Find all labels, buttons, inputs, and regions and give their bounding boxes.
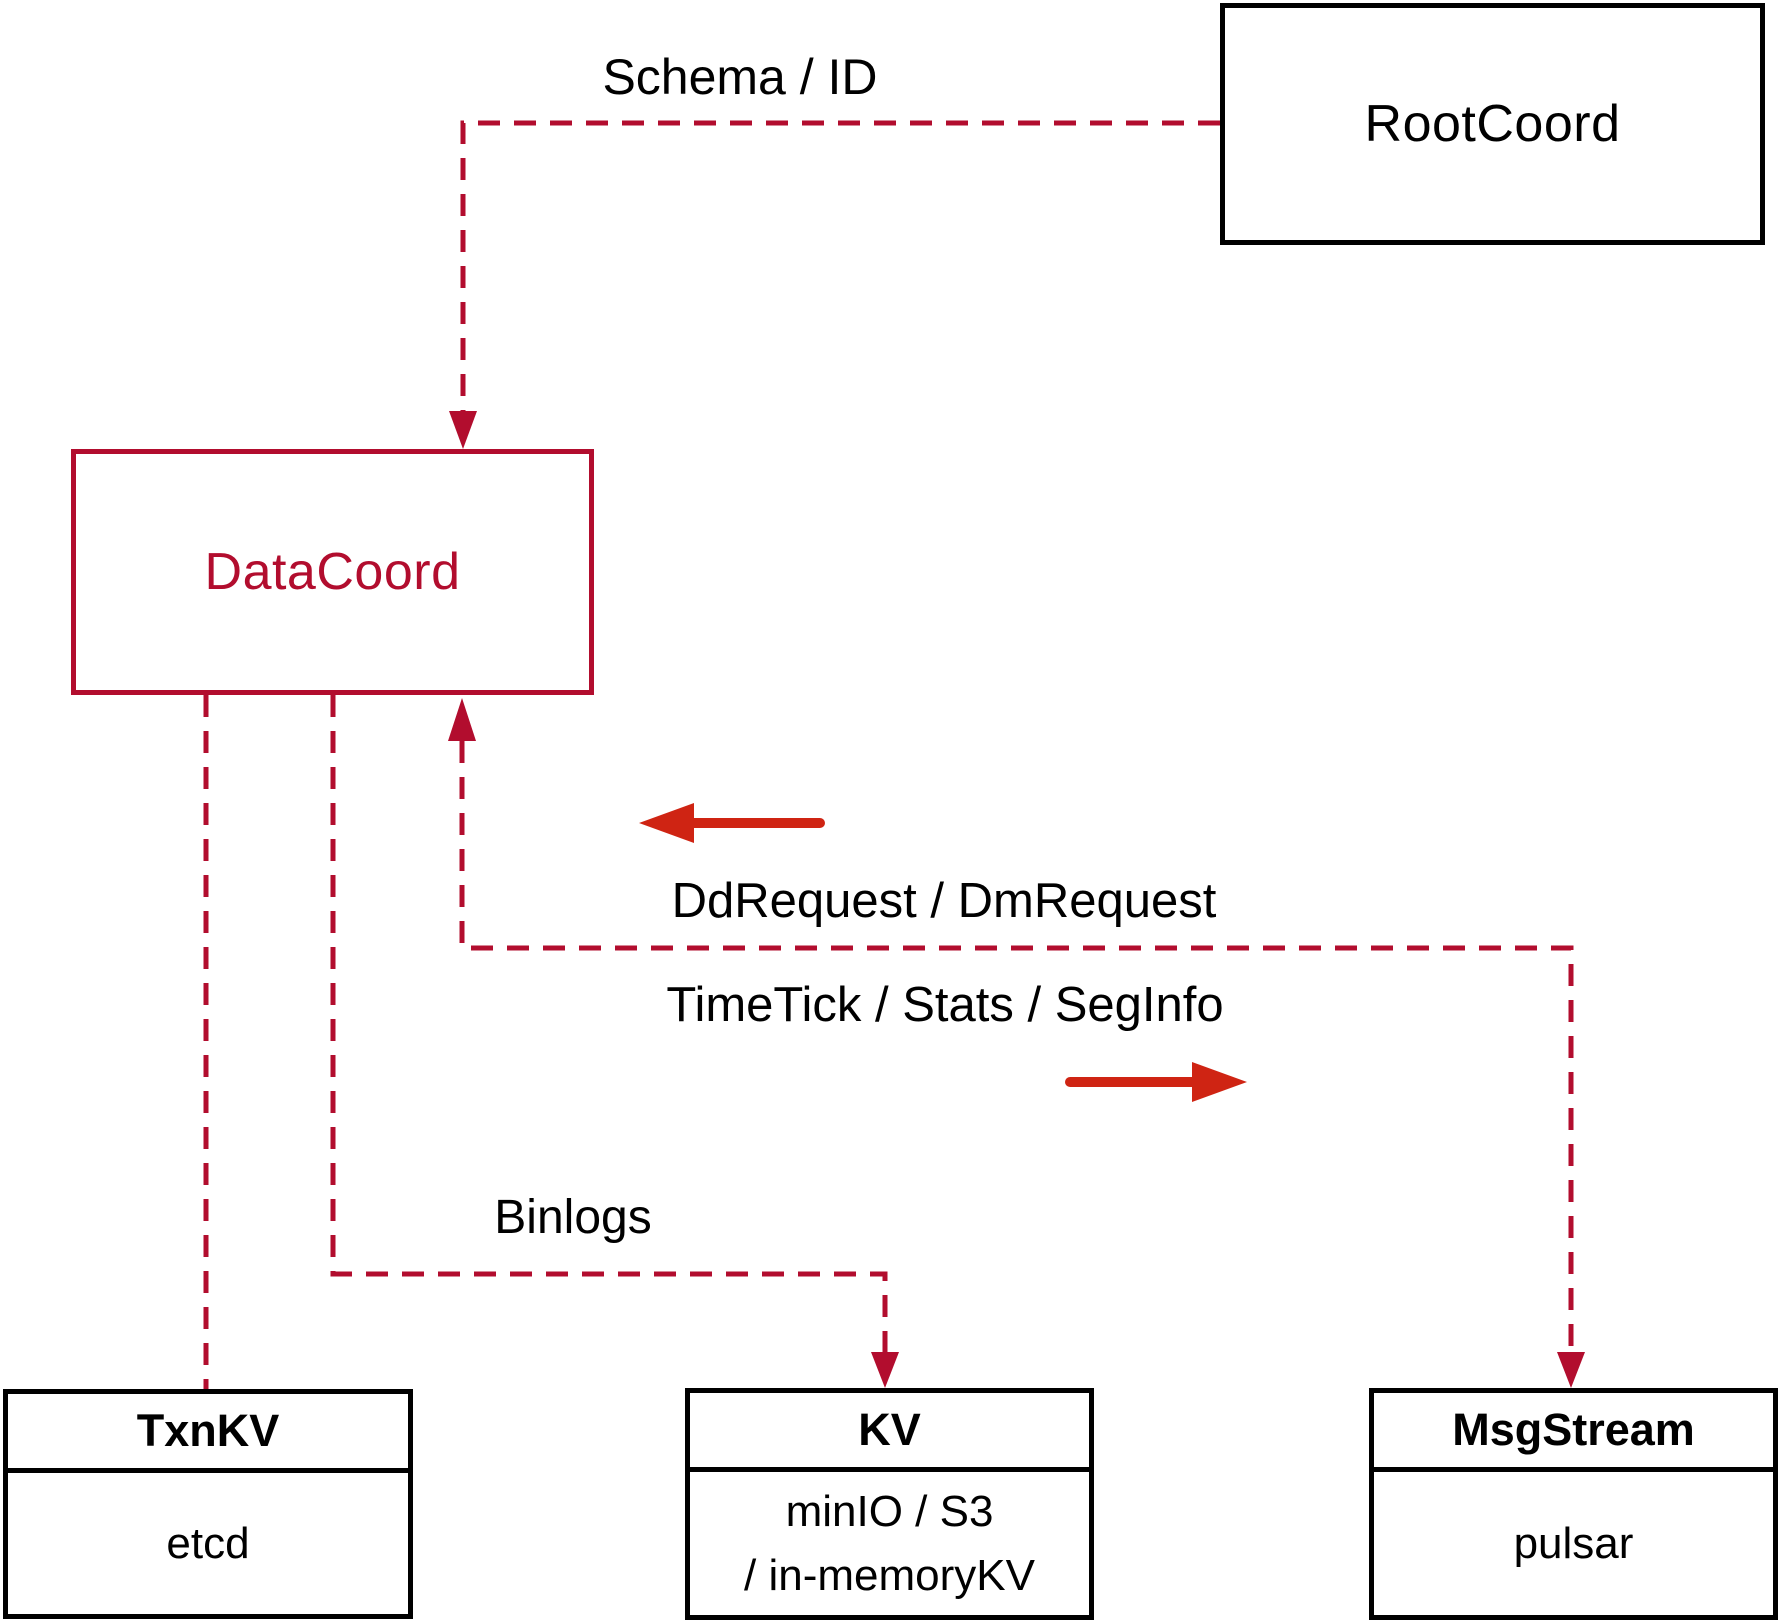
binlogs-connector [330, 695, 888, 1352]
datacoord-label: DataCoord [204, 543, 461, 601]
timetick-stats-seginfo-label: TimeTick / Stats / SegInfo [666, 978, 1224, 1032]
binlogs-label: Binlogs [494, 1191, 652, 1244]
request-arrowhead-up-icon [448, 698, 476, 741]
left-flow-arrow-icon [639, 803, 694, 843]
msgstream-header: MsgStream [1374, 1393, 1773, 1472]
txnkv-header: TxnKV [8, 1394, 408, 1473]
request-connector [459, 741, 1574, 1352]
node-rootcoord: RootCoord [1220, 3, 1765, 245]
right-flow-arrow-icon [1192, 1062, 1247, 1102]
schema-id-arrowhead-icon [449, 411, 477, 449]
txnkv-title: TxnKV [136, 1405, 280, 1456]
node-kv: KV minIO / S3 / in-memoryKV [685, 1388, 1094, 1620]
kv-body-line2: / in-memoryKV [744, 1550, 1035, 1600]
ddrequest-dmrequest-label: DdRequest / DmRequest [671, 874, 1217, 928]
kv-body-line1: minIO / S3 [785, 1486, 994, 1536]
txnkv-body: etcd [8, 1473, 408, 1614]
msgstream-body-text: pulsar [1513, 1518, 1634, 1568]
msgstream-body: pulsar [1374, 1472, 1773, 1615]
schema-id-label: Schema / ID [602, 49, 878, 105]
rootcoord-label: RootCoord [1364, 95, 1621, 153]
node-datacoord: DataCoord [71, 449, 594, 695]
binlogs-arrowhead-icon [871, 1352, 899, 1388]
node-msgstream: MsgStream pulsar [1369, 1388, 1778, 1620]
txnkv-body-text: etcd [166, 1518, 250, 1568]
msgstream-title: MsgStream [1452, 1404, 1695, 1455]
schema-id-connector [460, 120, 1220, 411]
request-arrowhead-down-icon [1557, 1352, 1585, 1388]
kv-title: KV [858, 1404, 921, 1455]
node-txnkv: TxnKV etcd [3, 1389, 413, 1619]
kv-body: minIO / S3 / in-memoryKV [690, 1472, 1089, 1615]
kv-header: KV [690, 1393, 1089, 1472]
